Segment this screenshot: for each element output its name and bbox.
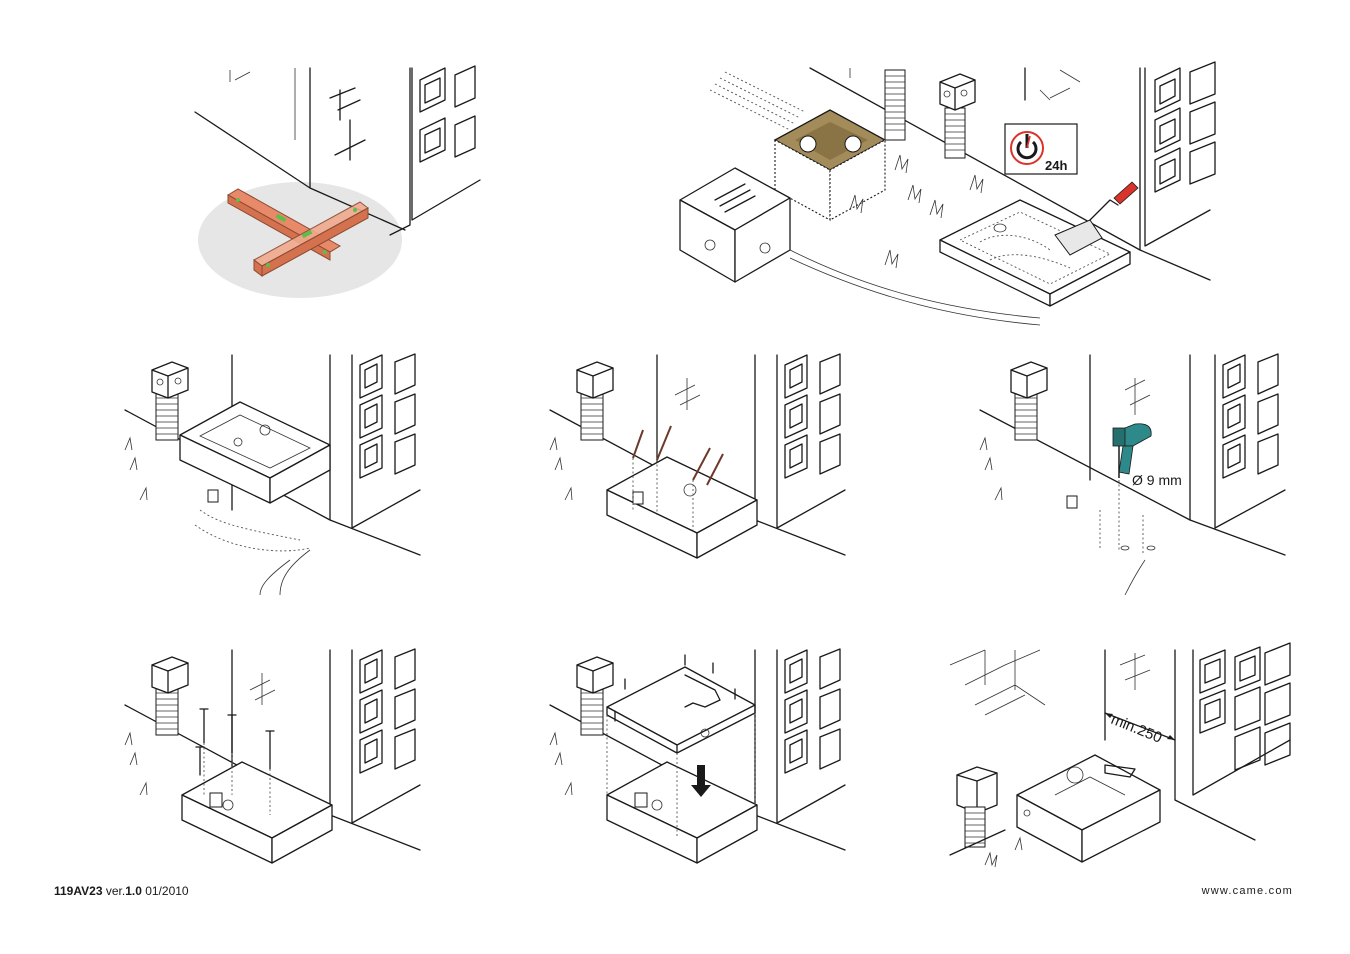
step-4-anchor-rods [545, 350, 855, 600]
concrete-pad [940, 200, 1130, 306]
doc-code: 119AV23 [54, 884, 103, 898]
timer-label: 24h [1045, 158, 1067, 173]
step-2-foundation: 24h [670, 60, 1230, 330]
wall-junction-box [940, 74, 975, 110]
version: 1.0 [125, 884, 142, 898]
drill-diameter-label: Ø 9 mm [1132, 472, 1182, 488]
step-1-leveling [190, 60, 490, 310]
screw-icon [196, 709, 274, 775]
website-link[interactable]: www.came.com [1202, 885, 1293, 897]
step-8-final-position: min.250 [945, 645, 1295, 885]
junction-box [680, 168, 790, 282]
step-5-drill-holes: Ø 9 mm [975, 350, 1295, 600]
timer-24h-icon: 24h [1005, 124, 1077, 174]
conduit-box [775, 110, 885, 220]
drill-icon [1113, 424, 1151, 478]
version-prefix: ver. [103, 884, 126, 898]
step-7-mount-cover [545, 645, 855, 885]
document-code: 119AV23 ver.1.0 01/2010 [54, 884, 189, 898]
step-3-place-plate [120, 350, 430, 600]
doc-date: 01/2010 [142, 884, 189, 898]
step-6-fix-plate [120, 645, 430, 885]
min-distance-label: min.250 [1109, 711, 1165, 747]
